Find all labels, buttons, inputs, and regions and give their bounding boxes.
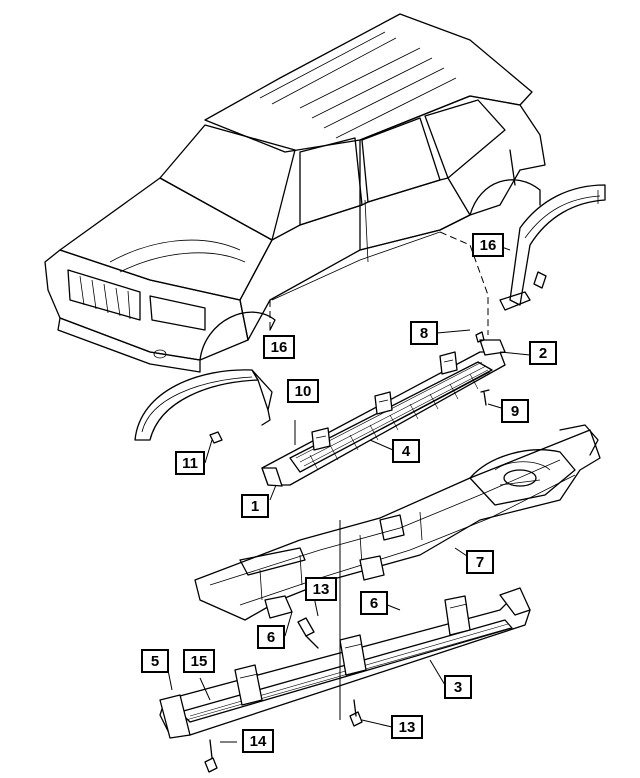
callout-8: 8 <box>410 321 438 345</box>
svg-text:3: 3 <box>454 679 462 696</box>
front-wheel-flare <box>134 369 273 444</box>
callout-4: 4 <box>392 439 420 463</box>
callout-16-lower: 16 <box>263 335 295 359</box>
callout-3: 3 <box>444 675 472 699</box>
floor-pan <box>194 424 601 649</box>
callout-6-lower: 6 <box>257 625 285 649</box>
dash-line <box>439 231 489 335</box>
rear-wheel-flare <box>499 184 606 311</box>
svg-text:5: 5 <box>151 653 159 670</box>
callout-15: 15 <box>183 649 215 673</box>
svg-text:4: 4 <box>402 443 411 460</box>
svg-text:1: 1 <box>251 498 259 515</box>
svg-text:9: 9 <box>511 403 519 420</box>
svg-text:6: 6 <box>267 629 275 646</box>
callout-13-upper: 13 <box>305 577 337 601</box>
callout-5: 5 <box>141 649 169 673</box>
svg-text:8: 8 <box>420 325 428 342</box>
svg-text:14: 14 <box>250 733 267 750</box>
callout-11: 11 <box>175 451 205 475</box>
svg-text:15: 15 <box>191 653 208 670</box>
svg-text:13: 13 <box>399 719 416 736</box>
callout-1: 1 <box>241 494 269 518</box>
callout-16-upper: 16 <box>472 233 504 257</box>
svg-text:16: 16 <box>271 339 288 356</box>
callout-13-lower: 13 <box>391 715 423 739</box>
running-board-lower <box>159 587 531 773</box>
callout-7: 7 <box>466 550 494 574</box>
callout-6-upper: 6 <box>360 591 388 615</box>
callout-9: 9 <box>501 399 529 423</box>
svg-text:7: 7 <box>476 554 484 571</box>
svg-text:13: 13 <box>313 581 330 598</box>
svg-text:10: 10 <box>295 383 312 400</box>
running-board-upper <box>261 331 506 487</box>
vehicle-body <box>44 13 546 373</box>
svg-text:6: 6 <box>370 595 378 612</box>
callout-14: 14 <box>242 729 274 753</box>
svg-text:2: 2 <box>539 345 547 362</box>
callout-10: 10 <box>287 379 319 403</box>
svg-text:16: 16 <box>480 237 497 254</box>
callout-2: 2 <box>529 341 557 365</box>
svg-text:11: 11 <box>182 455 198 472</box>
